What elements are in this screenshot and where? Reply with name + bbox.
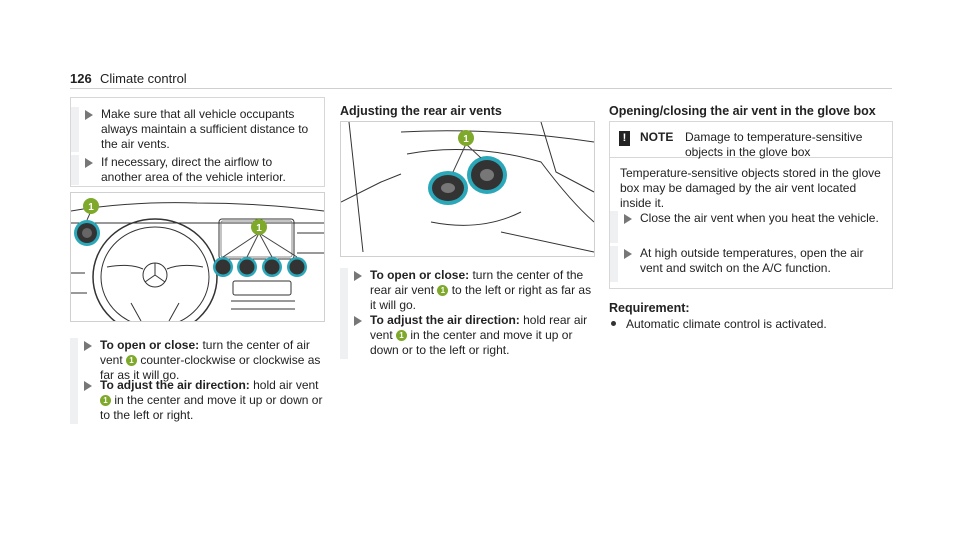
callout-badge: 1 xyxy=(83,198,99,214)
svg-text:1: 1 xyxy=(256,223,262,234)
air-vents-center xyxy=(213,257,307,277)
requirement-title: Requirement: xyxy=(609,301,690,315)
tip-text: If necessary, direct the airflow to anot… xyxy=(101,155,286,184)
callout-badge: 1 xyxy=(437,285,449,296)
rear-air-vent-left xyxy=(428,171,468,205)
note-step: Close the air vent when you heat the veh… xyxy=(610,211,880,243)
svg-text:1: 1 xyxy=(463,134,469,145)
rear-vents-illustration: 1 xyxy=(341,122,594,253)
arrow-icon xyxy=(84,341,92,351)
bullet-icon xyxy=(611,321,616,326)
dashboard-illustration: 1 1 xyxy=(71,198,324,321)
chapter-title: Climate control xyxy=(100,71,187,86)
note-label: NOTE xyxy=(640,130,674,144)
rear-open-close-step: To open or close: turn the center of the… xyxy=(340,268,593,314)
note-header: ! NOTE Damage to temperature-sensitive o… xyxy=(610,122,892,159)
note-step: At high outside temperatures, open the a… xyxy=(610,246,880,282)
rear-air-vent-right xyxy=(467,156,507,194)
arrow-icon xyxy=(624,249,632,259)
tip-step: Make sure that all vehicle occupants alw… xyxy=(71,107,316,152)
section-title-glove-box: Opening/closing the air vent in the glov… xyxy=(609,104,876,118)
svg-text:1: 1 xyxy=(88,202,94,213)
tip-text: Make sure that all vehicle occupants alw… xyxy=(101,107,309,151)
note-body: Temperature-sensitive objects stored in … xyxy=(620,166,881,210)
warning-icon: ! xyxy=(619,131,630,146)
arrow-icon xyxy=(354,316,362,326)
requirement-item: Automatic climate control is activated. xyxy=(609,317,827,332)
note-text: Damage to temperature-sensitive objects … xyxy=(685,130,863,159)
note-box: ! NOTE Damage to temperature-sensitive o… xyxy=(609,121,893,289)
rear-vents-figure: 1 xyxy=(340,121,595,257)
callout-badge: 1 xyxy=(100,395,111,406)
page-number: 126 xyxy=(70,71,92,86)
tip-step: If necessary, direct the airflow to anot… xyxy=(71,155,316,185)
arrow-icon xyxy=(624,214,632,224)
callout-badge: 1 xyxy=(126,355,138,366)
arrow-icon xyxy=(354,271,362,281)
rear-adjust-direction-step: To adjust the air direction: hold rear a… xyxy=(340,313,593,359)
callout-badge: 1 xyxy=(251,219,267,235)
air-vent-left xyxy=(74,220,100,246)
callout-badge: 1 xyxy=(458,130,474,146)
header-divider xyxy=(70,88,892,89)
safety-tips-box: Make sure that all vehicle occupants alw… xyxy=(70,97,325,187)
arrow-icon xyxy=(85,158,93,168)
dashboard-figure: 1 1 xyxy=(70,192,325,322)
arrow-icon xyxy=(84,381,92,391)
arrow-icon xyxy=(85,110,93,120)
open-close-step: To open or close: turn the center of air… xyxy=(70,338,323,384)
section-title-rear-vents: Adjusting the rear air vents xyxy=(340,104,502,118)
callout-badge: 1 xyxy=(396,330,408,341)
adjust-direction-step: To adjust the air direction: hold air ve… xyxy=(70,378,323,424)
